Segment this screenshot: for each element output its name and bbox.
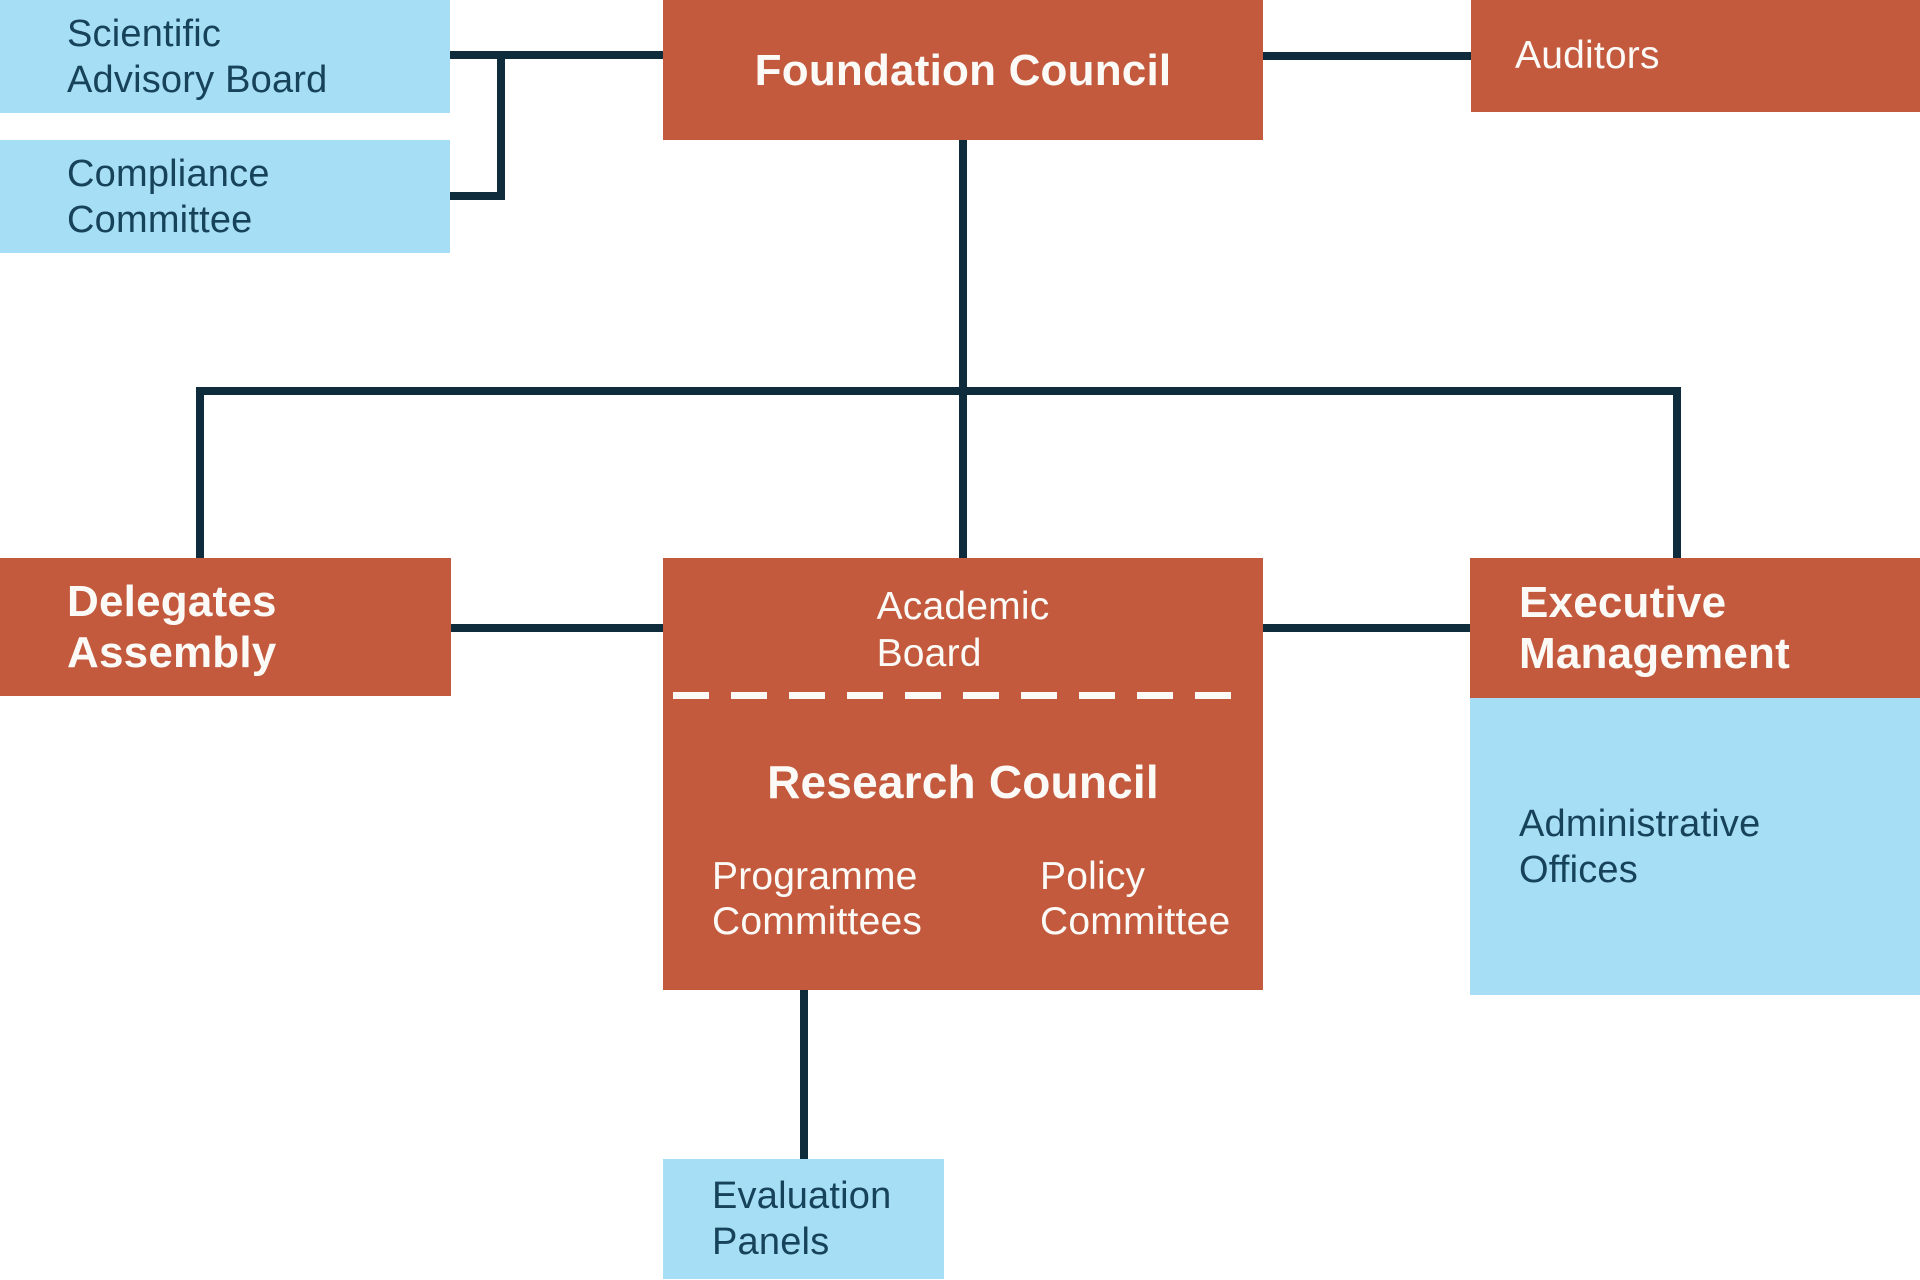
connector-advisory-compliance-vertical xyxy=(497,51,505,200)
connector-distribution-horizontal xyxy=(196,387,1681,395)
node-academic-board-research-council: Academic Board Research Council Programm… xyxy=(663,558,1263,990)
programme-committees-section: Programme Committees xyxy=(712,854,922,944)
connector-down-to-delegates-assembly xyxy=(196,387,204,558)
administrative-offices-label: Administrative Offices xyxy=(1519,802,1761,891)
auditors-label: Auditors xyxy=(1515,34,1660,77)
node-scientific-advisory-board: Scientific Advisory Board xyxy=(0,0,450,113)
node-foundation-council: Foundation Council xyxy=(663,0,1263,140)
research-council-section: Research Council xyxy=(663,756,1263,808)
connector-foundation-council-down xyxy=(959,140,967,558)
node-administrative-offices: Administrative Offices xyxy=(1470,698,1920,995)
connector-compliance-committee-stub xyxy=(450,192,505,200)
compliance-committee-label: Compliance Committee xyxy=(67,152,270,241)
policy-committee-label: Policy Committee xyxy=(1040,855,1231,943)
policy-committee-section: Policy Committee xyxy=(1040,854,1230,944)
delegates-assembly-label: Delegates Assembly xyxy=(67,577,277,677)
node-executive-management: Executive Management xyxy=(1470,558,1920,698)
research-council-label: Research Council xyxy=(767,756,1159,808)
evaluation-panels-label: Evaluation Panels xyxy=(712,1175,892,1263)
connector-foundation-council-to-auditors xyxy=(1263,52,1471,60)
connector-down-to-executive-management xyxy=(1673,387,1681,558)
node-delegates-assembly: Delegates Assembly xyxy=(0,558,451,696)
node-evaluation-panels: Evaluation Panels xyxy=(663,1159,944,1279)
connector-research-council-to-evaluation-panels xyxy=(800,990,808,1159)
connector-academic-board-to-executive-management xyxy=(1263,624,1470,632)
node-compliance-committee: Compliance Committee xyxy=(0,140,450,253)
dashed-separator xyxy=(673,692,1250,699)
connector-delegates-to-academic-board xyxy=(451,624,663,632)
academic-board-section: Academic Board xyxy=(663,583,1263,677)
executive-management-label: Executive Management xyxy=(1519,578,1790,678)
foundation-council-label: Foundation Council xyxy=(754,45,1172,95)
connector-advisory-board-to-foundation-council xyxy=(450,51,663,59)
scientific-advisory-board-label: Scientific Advisory Board xyxy=(67,12,328,101)
academic-board-label: Academic Board xyxy=(876,585,1050,675)
programme-committees-label: Programme Committees xyxy=(712,855,923,943)
node-auditors: Auditors xyxy=(1471,0,1920,112)
